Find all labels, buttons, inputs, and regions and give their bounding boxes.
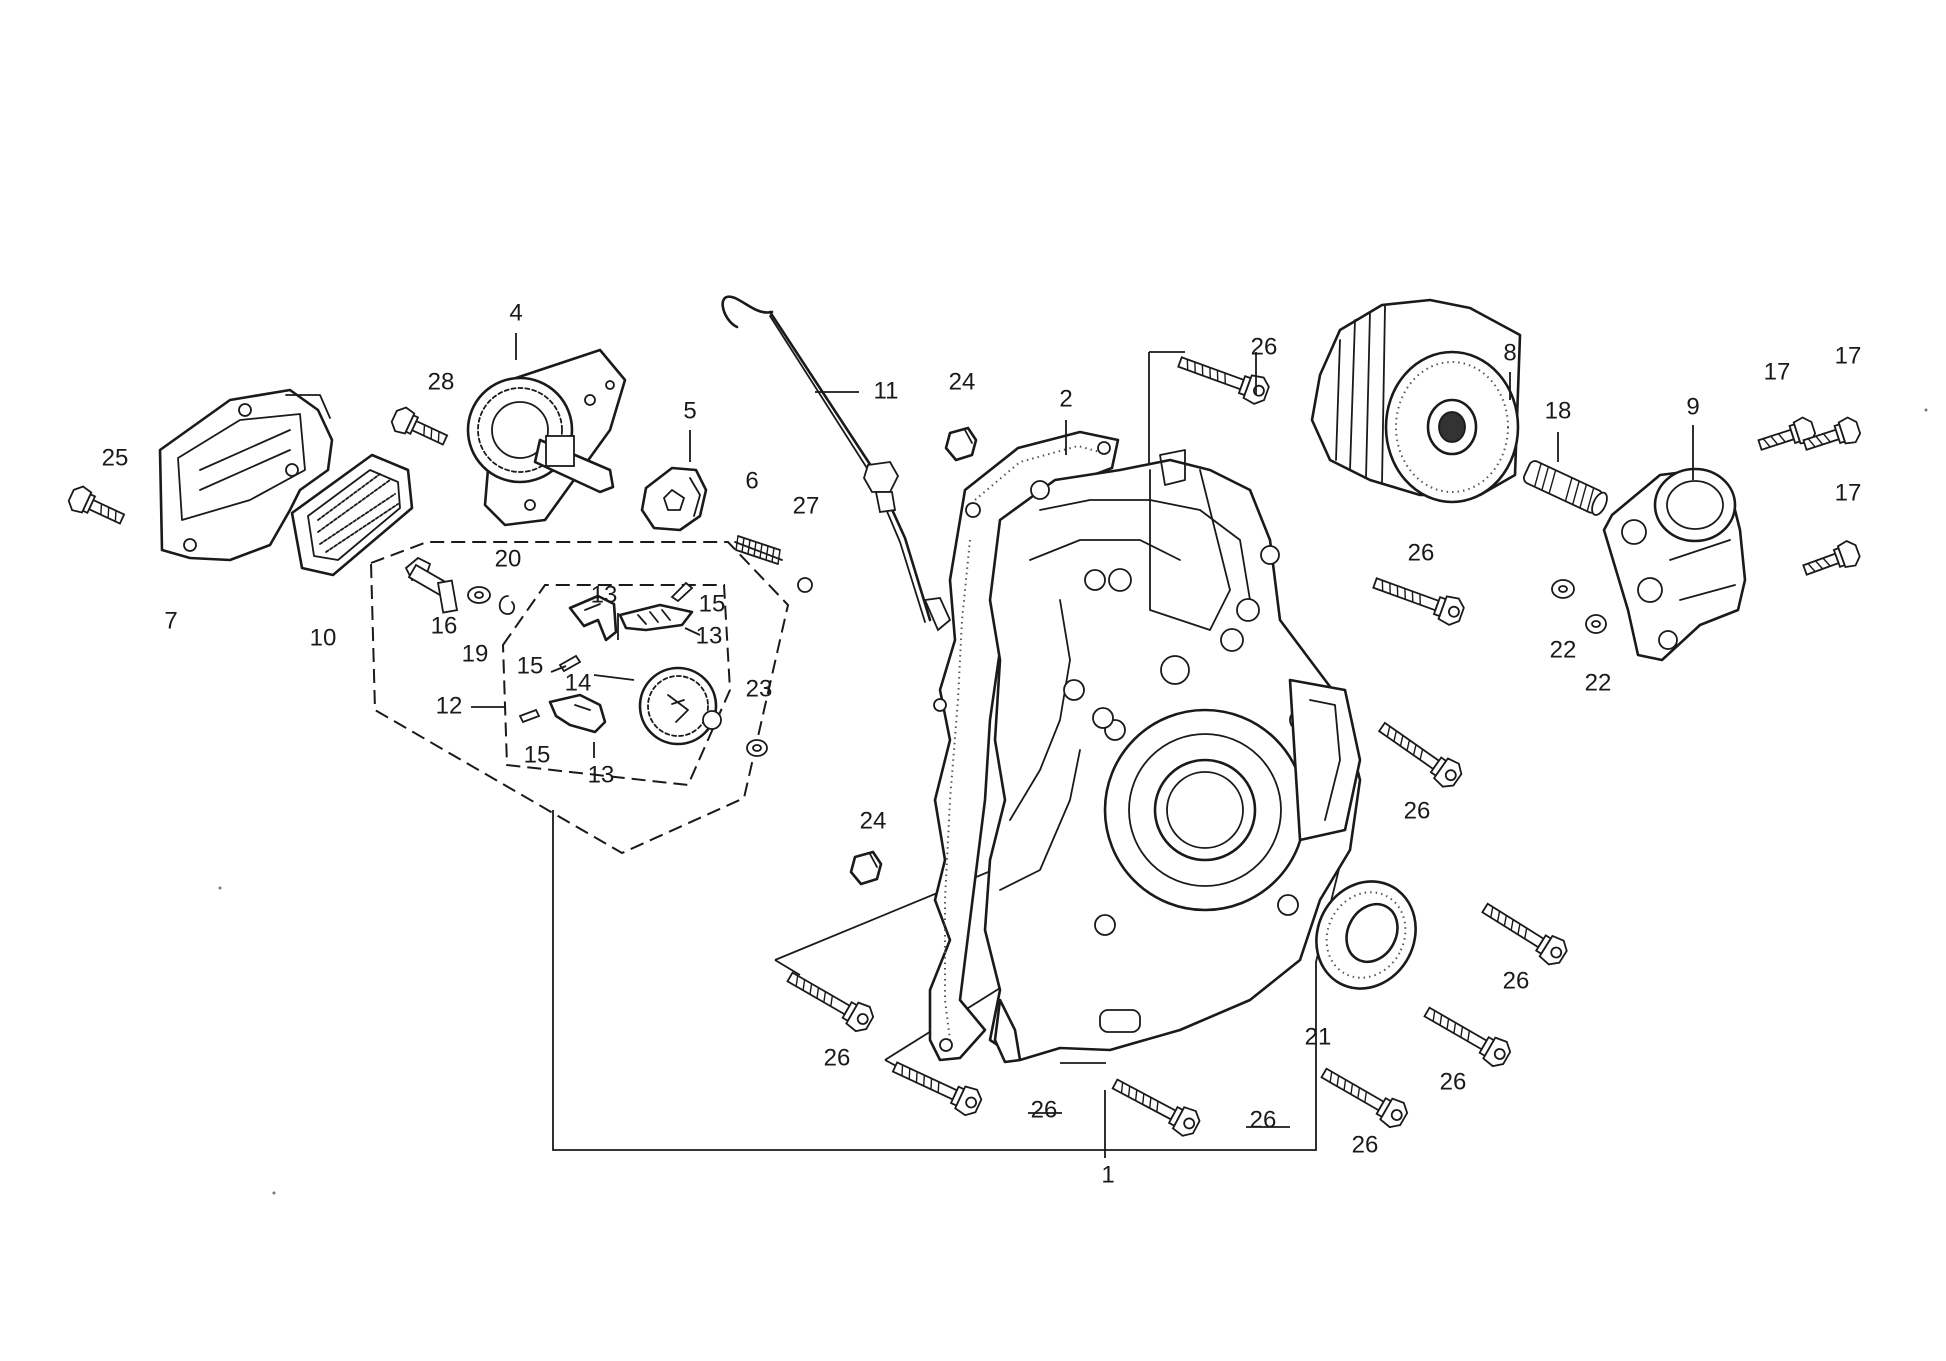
label-part-14: 14 xyxy=(565,669,592,696)
governor-gear-assembly xyxy=(466,348,627,527)
label-part-13a: 13 xyxy=(591,581,618,608)
label-part-7: 7 xyxy=(164,607,177,634)
label-part-24b: 24 xyxy=(860,807,887,834)
label-part-26d: 26 xyxy=(1503,967,1530,994)
filter-base-bolt-17c xyxy=(1799,537,1863,584)
label-part-10: 10 xyxy=(310,624,337,651)
label-part-16: 16 xyxy=(431,612,458,639)
cover-bolt-26-right-low xyxy=(1476,895,1572,970)
cover-bolt-26-right-mid xyxy=(1373,714,1467,793)
label-part-26g: 26 xyxy=(1250,1106,1277,1133)
label-part-15c: 15 xyxy=(524,741,551,768)
label-part-25: 25 xyxy=(102,444,129,471)
label-part-28: 28 xyxy=(428,368,455,395)
label-part-21: 21 xyxy=(1305,1023,1332,1050)
label-part-26e: 26 xyxy=(1440,1068,1467,1095)
filter-base-washer-a xyxy=(1551,579,1575,599)
pump-clip-20 xyxy=(498,595,515,615)
leader-lines xyxy=(471,333,1694,1158)
label-part-13b: 13 xyxy=(696,622,723,649)
label-part-9: 9 xyxy=(1686,393,1699,420)
label-part-8: 8 xyxy=(1503,339,1516,366)
cover-bolt-26-bottom-left xyxy=(888,1053,986,1120)
label-part-12: 12 xyxy=(436,692,463,719)
oil-pump-rotor xyxy=(640,466,708,532)
label-part-22a: 22 xyxy=(1550,636,1577,663)
label-part-13c: 13 xyxy=(588,761,615,788)
label-part-22b: 22 xyxy=(1585,669,1612,696)
label-part-19: 19 xyxy=(462,640,489,667)
cover-bolt-26-bottom-right-a xyxy=(1419,998,1515,1072)
breather-cover xyxy=(158,388,334,562)
filter-base-bolt-17a xyxy=(1755,414,1819,459)
cover-bolt-26-right-upper xyxy=(1369,568,1468,629)
dowel-pin-upper xyxy=(944,426,978,462)
pump-plate-13b xyxy=(618,603,694,632)
crankcase-cover xyxy=(983,449,1362,1064)
label-part-15a: 15 xyxy=(699,590,726,617)
cover-bolt-26-bottom-mid xyxy=(1107,1070,1204,1141)
oil-seal xyxy=(1315,880,1417,990)
pump-bolt-16 xyxy=(404,556,459,614)
label-part-26i: 26 xyxy=(824,1044,851,1071)
cover-bolt-26-left xyxy=(782,963,878,1037)
pump-pin-15c xyxy=(518,708,541,724)
label-part-23: 23 xyxy=(746,675,773,702)
pump-washer-19 xyxy=(467,586,491,604)
dowel-pin-lower xyxy=(849,850,883,886)
label-part-27: 27 xyxy=(793,492,820,519)
label-part-1: 1 xyxy=(1101,1161,1114,1188)
label-part-18: 18 xyxy=(1545,397,1572,424)
label-part-4: 4 xyxy=(509,299,522,326)
speck xyxy=(218,886,222,890)
oil-pump-group-outline xyxy=(369,541,790,855)
label-part-17b: 17 xyxy=(1835,342,1862,369)
label-part-17a: 17 xyxy=(1764,358,1791,385)
pump-pin-15a xyxy=(670,581,694,603)
oil-dipstick xyxy=(721,295,952,632)
label-part-26f: 26 xyxy=(1352,1131,1379,1158)
flange-bolt-25 xyxy=(64,482,129,532)
label-part-11: 11 xyxy=(874,377,899,404)
check-ball xyxy=(797,577,813,593)
oil-filter xyxy=(1310,298,1522,504)
pump-bracket-13a xyxy=(568,594,618,642)
label-part-26h: 26 xyxy=(1031,1096,1058,1123)
pump-washer-23 xyxy=(746,739,768,757)
filter-base-washer-b xyxy=(1585,614,1607,634)
label-part-24a: 24 xyxy=(949,368,976,395)
label-part-26c: 26 xyxy=(1404,797,1431,824)
label-part-17c: 17 xyxy=(1835,479,1862,506)
callout-labels: 1 2 4 5 6 7 8 9 10 11 12 13 13 13 14 15 … xyxy=(102,299,1862,1188)
pump-bracket-13c xyxy=(548,693,607,734)
pump-gear-14 xyxy=(638,666,722,746)
breather-screen xyxy=(290,453,414,577)
label-part-26b: 26 xyxy=(1408,539,1435,566)
flange-bolt-28 xyxy=(387,403,452,453)
label-part-20: 20 xyxy=(495,545,522,572)
label-part-26a: 26 xyxy=(1251,333,1278,360)
relief-spring xyxy=(734,535,783,565)
speck xyxy=(272,1191,276,1195)
filter-nipple-stud xyxy=(1523,460,1608,516)
label-part-15b: 15 xyxy=(517,652,544,679)
label-part-2: 2 xyxy=(1059,385,1072,412)
label-part-5: 5 xyxy=(683,397,696,424)
label-part-6: 6 xyxy=(745,467,758,494)
speck xyxy=(1924,408,1928,412)
cover-bolt-26-bottom-right-b xyxy=(1316,1059,1412,1133)
oil-filter-base xyxy=(1602,467,1747,662)
